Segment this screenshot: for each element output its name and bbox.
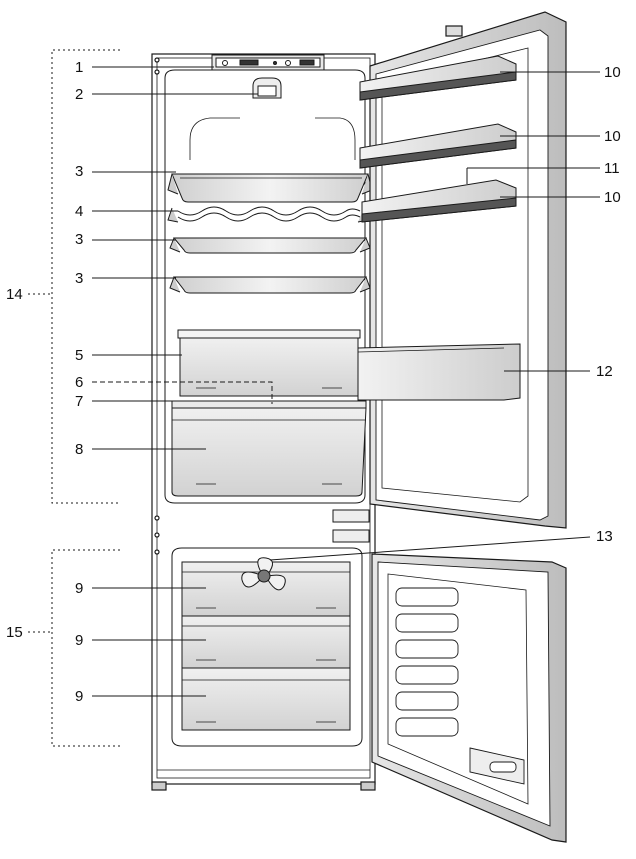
callout-9-middle: 9 [75,632,84,649]
control-panel [211,54,325,71]
callout-6: 6 [75,374,84,391]
leader-lines [28,49,600,747]
crisper-upper [177,329,361,397]
mid-divider [332,509,370,543]
callout-3-middle: 3 [75,231,84,248]
callout-9-top: 9 [75,580,84,597]
interior-light [252,77,282,99]
callout-3-lower: 3 [75,270,84,287]
glass-shelf-top [167,173,373,203]
freezer-drawer-bottom [181,667,351,731]
callout-5: 5 [75,347,84,364]
freezer-fan [241,557,286,591]
freezer-drawer-middle [181,615,351,669]
callout-8: 8 [75,441,84,458]
callout-10-lower: 10 [604,189,621,206]
callout-2: 2 [75,86,84,103]
door-balcony-1 [359,55,517,101]
callout-11: 11 [604,160,620,177]
crisper-lower [171,407,367,497]
callout-9-bottom: 9 [75,688,84,705]
glass-shelf-lower [169,276,371,294]
callout-7: 7 [75,393,84,410]
callout-12: 12 [596,363,613,380]
callout-10-top: 10 [604,64,621,81]
callout-14: 14 [6,286,23,303]
callout-13: 13 [596,528,613,545]
callout-1: 1 [75,59,84,76]
callout-3-top: 3 [75,163,84,180]
fridge-compartment [164,69,366,504]
crisper-cover [171,400,367,409]
door-balcony-2 [359,123,517,169]
freezer-compartment [157,547,370,771]
glass-shelf-middle [169,237,371,254]
callout-15: 15 [6,624,23,641]
freezer-door-slots [395,587,525,785]
callout-4: 4 [75,203,84,220]
bottle-shelf [357,343,521,401]
callout-10-middle: 10 [604,128,621,145]
